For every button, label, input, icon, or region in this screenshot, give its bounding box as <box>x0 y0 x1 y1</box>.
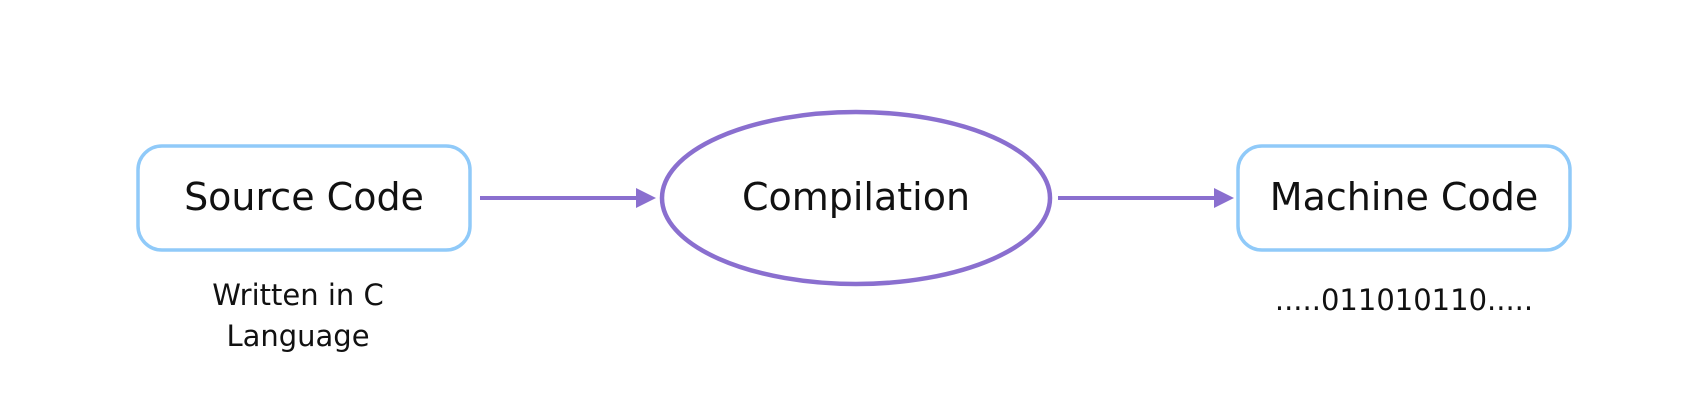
source-code-caption-line2: Language <box>226 319 369 353</box>
source-code-label: Source Code <box>184 175 424 219</box>
compilation-ellipse <box>659 109 1053 287</box>
compilation-node: Compilation <box>659 109 1053 287</box>
machine-code-label: Machine Code <box>1270 175 1538 219</box>
machine-code-caption: .....011010110..... <box>1275 283 1533 317</box>
compilation-label: Compilation <box>742 175 970 219</box>
source-code-box <box>136 144 472 252</box>
arrowhead-1 <box>636 188 656 208</box>
machine-code-node: Machine Code <box>1236 144 1572 252</box>
arrowhead-2 <box>1214 188 1234 208</box>
source-code-caption-line1: Written in C <box>212 278 383 312</box>
machine-code-box <box>1236 144 1572 252</box>
source-code-node: Source Code <box>136 144 472 252</box>
